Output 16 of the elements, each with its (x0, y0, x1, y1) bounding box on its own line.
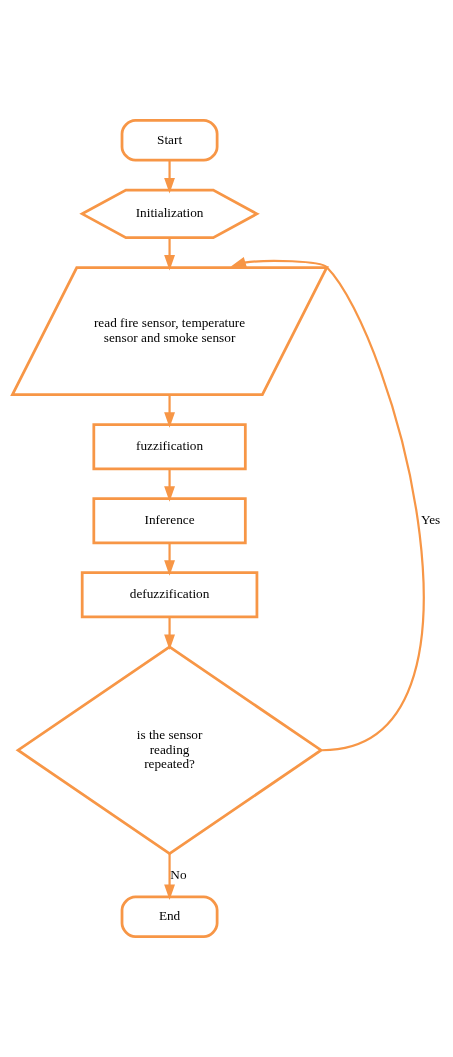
arrow (164, 617, 175, 651)
node-box: End (120, 895, 219, 938)
arrow (164, 160, 175, 194)
arrow (164, 543, 175, 576)
node-box: Inference (92, 497, 247, 545)
node-box: Start (120, 119, 219, 162)
node-diamond: is the sensor reading repeated? (15, 645, 324, 856)
node-box: fuzzification (92, 423, 247, 471)
arrow (164, 468, 175, 502)
arrow (164, 394, 175, 428)
edge-label: Yes (420, 512, 441, 528)
edge-label: No (170, 866, 187, 882)
arrow (230, 257, 425, 752)
arrow (164, 237, 175, 271)
arrow (164, 853, 175, 901)
node-box: defuzzification (80, 571, 259, 619)
